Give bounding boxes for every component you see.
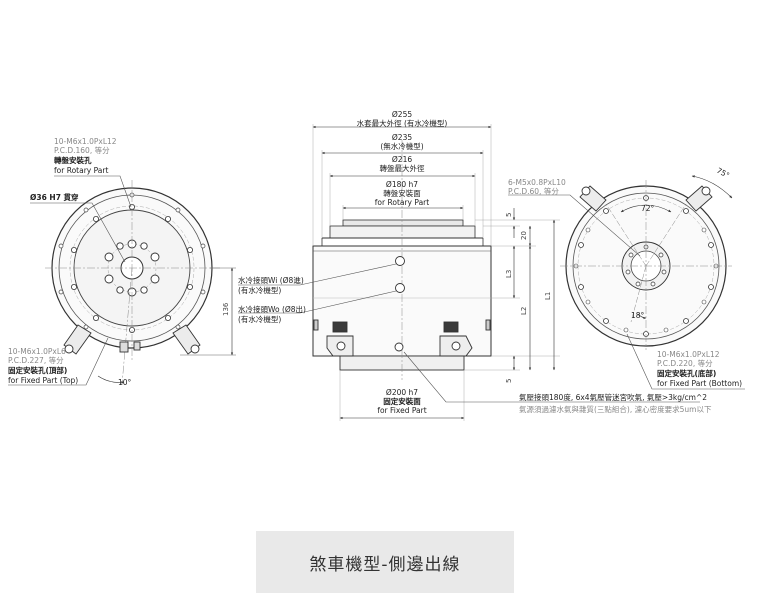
water-outlet-fitting <box>395 283 405 293</box>
left-rotary-name-en: for Rotary Part <box>54 166 108 175</box>
water-inlet-fitting <box>395 256 405 266</box>
side-view: Ø255 水套最大外徑 (有水冷機型) Ø235 (無水冷機型) Ø216 轉盤… <box>238 110 712 421</box>
dim-d180: Ø180 h7 <box>386 180 418 189</box>
right-bottom-view: 72° 75° 18° 6-M5x0.8PxL10 P.C.D.60, 等分 1… <box>508 166 745 390</box>
dim-d200-desc: 固定安裝面 <box>383 396 421 406</box>
dim-d235: Ø235 <box>392 133 412 142</box>
dim-d255: Ø255 <box>392 110 412 119</box>
right-hub-holes <box>625 244 667 287</box>
left-fixed-pcd: P.C.D.227, 等分 <box>8 355 64 365</box>
right-angle-18: 18° <box>631 311 645 320</box>
dim-l3: L3 <box>505 270 513 278</box>
dim-d200: Ø200 h7 <box>386 388 418 397</box>
dim-l2: L2 <box>520 307 528 315</box>
left-rotary-spec: 10-M6x1.0PxL12 <box>54 137 117 146</box>
right-bottom-spec: 10-M6x1.0PxL12 <box>657 350 720 359</box>
left-fixed-name: 固定安裝孔(頂部) <box>8 365 67 375</box>
dim-d216: Ø216 <box>392 155 412 164</box>
right-angle-72: 72° <box>641 204 655 213</box>
caption-box: 煞車機型-側邊出線 <box>256 531 514 593</box>
left-top-view: 136 10° 10-M6x1.0PxL12 P.C.D.160, 等分 轉盤安… <box>8 137 236 387</box>
left-bore-label: Ø36 H7 貫穿 <box>30 192 79 202</box>
dim-five-top: 5 <box>505 213 513 217</box>
left-angle-label: 10° <box>118 378 132 387</box>
side-rotary-plate <box>342 219 464 227</box>
right-angle-75: 75° <box>715 166 731 180</box>
dim-d200-en: for Fixed Part <box>377 406 426 415</box>
dim-d216-desc: 轉盤最大外徑 <box>380 163 425 173</box>
dim-d235-desc: (無水冷機型) <box>380 141 423 151</box>
left-fixed-spec: 10-M6x1.0PxL6 <box>8 347 66 356</box>
left-side-connectors <box>63 324 201 355</box>
right-bottom-name-en: for Fixed Part (Bottom) <box>657 379 742 388</box>
left-fixed-name-en: for Fixed Part (Top) <box>8 376 78 385</box>
dim-l1: L1 <box>544 292 552 300</box>
dim-d255-desc: 水套最大外徑 (有水冷機型) <box>357 118 448 128</box>
left-height-dim: 136 <box>222 302 230 316</box>
left-rotary-holes <box>104 239 160 297</box>
right-bottom-name: 固定安裝孔(底部) <box>657 368 716 378</box>
caption-title: 煞車機型-側邊出線 <box>309 554 461 575</box>
side-connectors <box>313 319 491 357</box>
water-in-label: 水冷接頭Wi (Ø8進) <box>238 275 304 285</box>
dim-d180-desc: 轉盤安裝面 <box>383 188 421 198</box>
dim-five-bottom: 5 <box>505 379 513 383</box>
left-rotary-name: 轉盤安裝孔 <box>54 155 92 165</box>
right-bottom-pcd: P.C.D.220, 等分 <box>657 358 713 368</box>
right-top-pcd: P.C.D.60, 等分 <box>508 186 559 196</box>
water-in-sub: (有水冷機型) <box>238 285 281 295</box>
air-note-1: 氣壓接頭180度, 6x4氣壓管迷宮吹氣, 氣壓>3kg/cm^2 <box>519 392 707 402</box>
water-out-label: 水冷接頭Wo (Ø8出) <box>238 304 306 314</box>
left-mounting-holes <box>71 203 193 333</box>
water-out-sub: (有水冷機型) <box>238 314 281 324</box>
dim-d180-en: for Rotary Part <box>375 198 429 207</box>
right-top-spec: 6-M5x0.8PxL10 <box>508 178 566 187</box>
dim-twenty: 20 <box>520 231 528 240</box>
left-outer-holes <box>58 192 206 330</box>
left-rotary-pcd: P.C.D.160, 等分 <box>54 145 110 155</box>
right-mounting-holes <box>578 195 714 337</box>
air-note-2: 氣源須過濾水氣與雜質(三點組合), 濾心密度要求5um以下 <box>519 404 712 414</box>
